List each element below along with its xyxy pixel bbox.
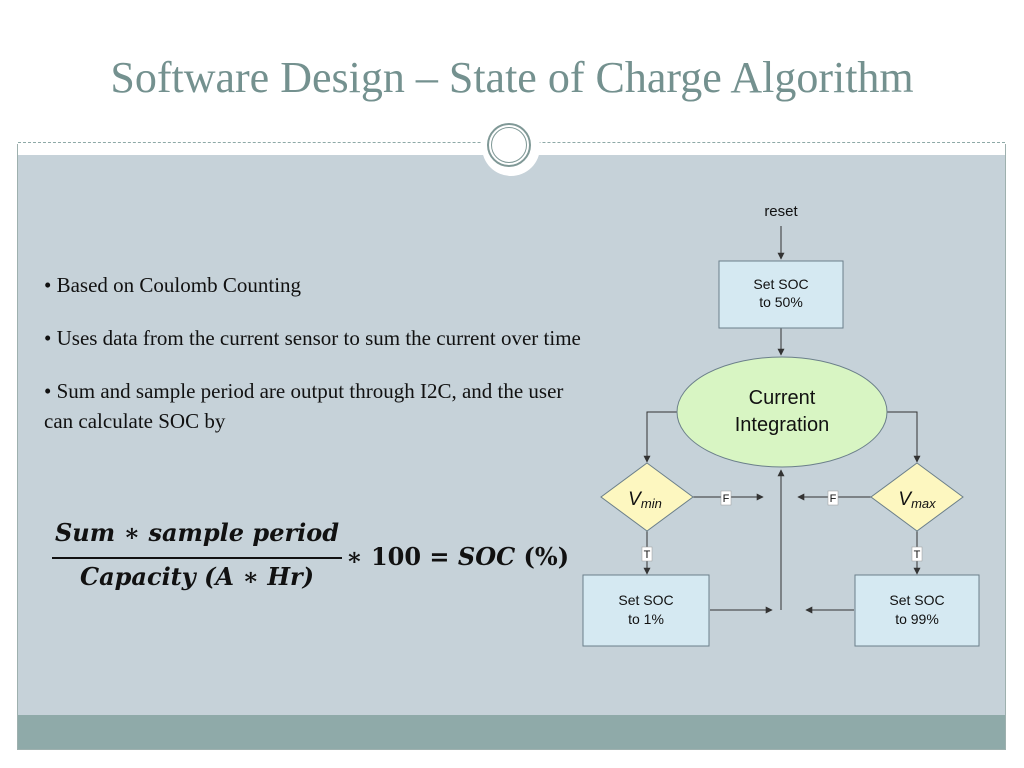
bullet-i2c: • Sum and sample period are output throu…: [44, 379, 564, 433]
reset-label: reset: [764, 203, 798, 220]
true-tag-left-bg: [641, 546, 653, 562]
false-tag-right: F: [830, 493, 837, 505]
set-soc-99-line1: Set SOC: [889, 592, 944, 608]
true-tag-left: T: [644, 549, 651, 561]
footer-bar: [18, 715, 1005, 749]
vmax-label: Vmax: [898, 489, 936, 511]
current-integration-ellipse: [676, 356, 888, 468]
formula-unit: (%): [515, 542, 570, 571]
set-soc-50-box: [718, 260, 844, 329]
false-tag-left-bg: [720, 490, 732, 506]
soc-formula: Sum ∗ sample period Capacity (A ∗ Hr) ∗ …: [50, 514, 580, 594]
formula-rhs: ∗ 100 = SOC (%): [346, 542, 569, 571]
formula-numerator: Sum ∗ sample period: [54, 518, 340, 547]
integration-line1: Current: [749, 387, 816, 409]
false-tag-right-bg: [827, 490, 839, 506]
vmin-sub: min: [641, 496, 662, 511]
vmax-sub: max: [911, 496, 936, 511]
vmax-decision: [870, 462, 964, 532]
slide-title: Software Design – State of Charge Algori…: [110, 53, 914, 102]
vmin-label: Vmin: [628, 489, 662, 511]
formula-multiplier: ∗ 100 =: [346, 542, 458, 571]
bullet-sensor: • Uses data from the current sensor to s…: [44, 326, 581, 350]
fraction-bar: [52, 557, 342, 559]
arrow-integration-to-vmax: [887, 411, 921, 463]
set-soc-99-line2: to 99%: [895, 611, 939, 627]
formula-result: SOC: [457, 542, 516, 571]
set-soc-1-line1: Set SOC: [618, 592, 673, 608]
vmin-v: V: [628, 489, 643, 510]
set-soc-99-box: [854, 574, 980, 647]
circle-ornament-icon: [482, 118, 540, 176]
bullet-list: • Based on Coulomb Counting • Uses data …: [44, 270, 584, 459]
false-tag-left: F: [723, 493, 730, 505]
ornament-inner-ring: [491, 127, 527, 163]
arrow-integration-to-vmin: [643, 411, 677, 463]
set-soc-50-line2: to 50%: [759, 294, 803, 310]
integration-line2: Integration: [735, 414, 830, 436]
set-soc-1-line2: to 1%: [628, 611, 664, 627]
formula-denominator: Capacity (A ∗ Hr): [79, 562, 315, 591]
true-tag-right: T: [914, 549, 921, 561]
true-tag-right-bg: [911, 546, 923, 562]
vmin-decision: [600, 462, 694, 532]
set-soc-1-box: [582, 574, 710, 647]
set-soc-50-line1: Set SOC: [753, 276, 808, 292]
bullet-coulomb: • Based on Coulomb Counting: [44, 273, 302, 297]
vmax-v: V: [898, 489, 913, 510]
